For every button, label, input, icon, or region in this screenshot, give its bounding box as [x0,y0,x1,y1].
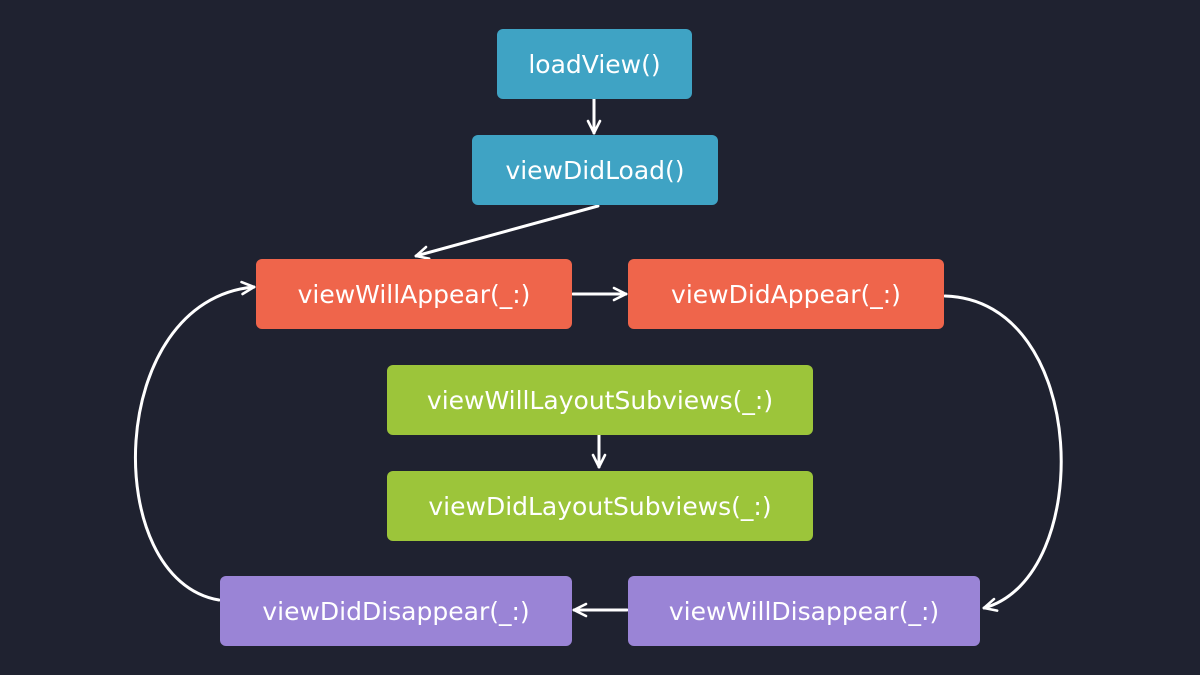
node-viewwilllayoutsubviews: viewWillLayoutSubviews(_:) [387,365,813,435]
node-viewdiddisappear: viewDidDisappear(_:) [220,576,572,646]
node-viewdidload: viewDidLoad() [472,135,718,205]
edge-viewdidappear-to-viewwilldisappear [943,294,1063,612]
node-loadview: loadView() [497,29,692,99]
node-viewdidlayoutsubviews: viewDidLayoutSubviews(_:) [387,471,813,541]
node-viewdidappear: viewDidAppear(_:) [628,259,944,329]
edge-viewdiddisappear-to-viewwillappear [133,280,256,602]
edge-viewdidload-to-viewwillappear [414,204,600,260]
node-viewwillappear: viewWillAppear(_:) [256,259,572,329]
node-viewwilldisappear: viewWillDisappear(_:) [628,576,980,646]
